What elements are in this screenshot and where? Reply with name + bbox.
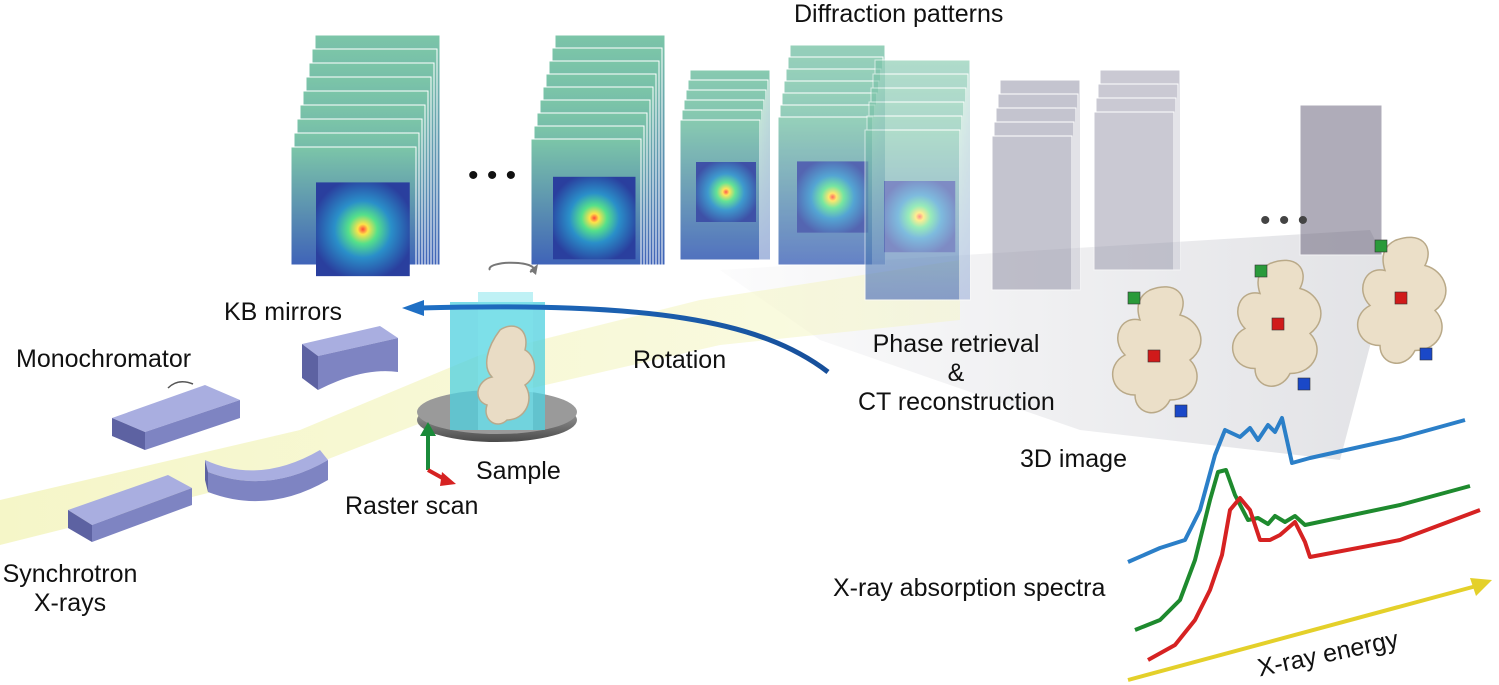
cube-blue-marker	[1174, 404, 1188, 418]
reconstruction-3d	[1356, 236, 1447, 364]
label-phase-retrieval-line1: Phase retrieval	[872, 330, 1040, 358]
diffraction-stack	[777, 44, 886, 266]
diffraction-stack	[290, 34, 441, 277]
diffraction-frame	[1099, 69, 1181, 271]
diffraction-pattern	[553, 176, 636, 260]
label-rotation: Rotation	[633, 346, 727, 374]
diffraction-stacks	[290, 34, 1383, 301]
spectra-plot	[1127, 416, 1481, 662]
label-phase-retrieval-line3: CT reconstruction	[858, 387, 1055, 416]
rotation-arrow-icon	[488, 261, 535, 273]
diffraction-frame	[991, 135, 1073, 291]
label-xas: X-ray absorption spectra	[833, 574, 1106, 602]
label-sample: Sample	[476, 457, 561, 485]
label-phase-retrieval: Phase retrieval & CT reconstruction	[858, 330, 1055, 416]
ellipsis-right: • • •	[1260, 204, 1308, 237]
diffraction-pattern	[797, 161, 869, 233]
diffraction-stack	[530, 34, 666, 266]
cube-green-marker	[1127, 291, 1141, 305]
cube-red-marker	[1394, 291, 1408, 305]
spectrum-line	[1147, 496, 1481, 662]
cube-red-marker	[1147, 349, 1161, 363]
cube-red-marker	[1271, 317, 1285, 331]
label-3d-image: 3D image	[1020, 445, 1127, 473]
spectrum-line	[1127, 416, 1466, 564]
label-synchrotron-line2: X-rays	[33, 588, 107, 617]
cube-blue-marker	[1297, 377, 1311, 391]
sample-stage	[417, 261, 577, 442]
reconstructions	[1111, 236, 1447, 418]
diffraction-stack	[679, 69, 771, 261]
diffraction-stack	[1299, 104, 1383, 256]
label-monochromator: Monochromator	[16, 345, 192, 373]
label-raster-scan: Raster scan	[345, 492, 479, 520]
diffraction-pattern	[884, 181, 956, 253]
diffraction-stack	[1093, 69, 1181, 271]
label-synchrotron-line1: Synchrotron	[2, 560, 138, 588]
reconstruction-3d	[1231, 259, 1322, 391]
monochromator	[68, 381, 240, 542]
label-diffraction-patterns: Diffraction patterns	[794, 0, 1004, 28]
sample-particle	[477, 325, 536, 425]
axis-arrows-icon	[420, 422, 456, 486]
energy-arrow-icon	[1127, 578, 1492, 682]
diffraction-frame	[1097, 83, 1179, 271]
label-phase-retrieval-line2: &	[947, 358, 965, 387]
label-synchrotron: Synchrotron X-rays	[0, 560, 140, 618]
diffraction-pattern	[696, 162, 756, 222]
diffraction-frame	[1093, 111, 1175, 271]
diffraction-stack	[991, 79, 1081, 291]
cube-green-marker	[1374, 239, 1388, 253]
reconstruction-3d	[1111, 286, 1202, 418]
kb-mirror-horizontal	[205, 450, 328, 502]
kb-mirror-vertical	[302, 326, 398, 390]
diffraction-frame	[1095, 97, 1177, 271]
cube-green-marker	[1254, 264, 1268, 278]
ellipsis-left: • • •	[468, 159, 516, 192]
spectrum-line	[1134, 468, 1471, 632]
diffraction-frame	[1299, 104, 1383, 256]
diffraction-pattern	[316, 182, 410, 277]
label-kb-mirrors: KB mirrors	[224, 298, 343, 326]
cube-blue-marker	[1419, 347, 1433, 361]
diffraction-stack	[864, 59, 971, 301]
rotation-beam-arrow	[402, 300, 830, 374]
